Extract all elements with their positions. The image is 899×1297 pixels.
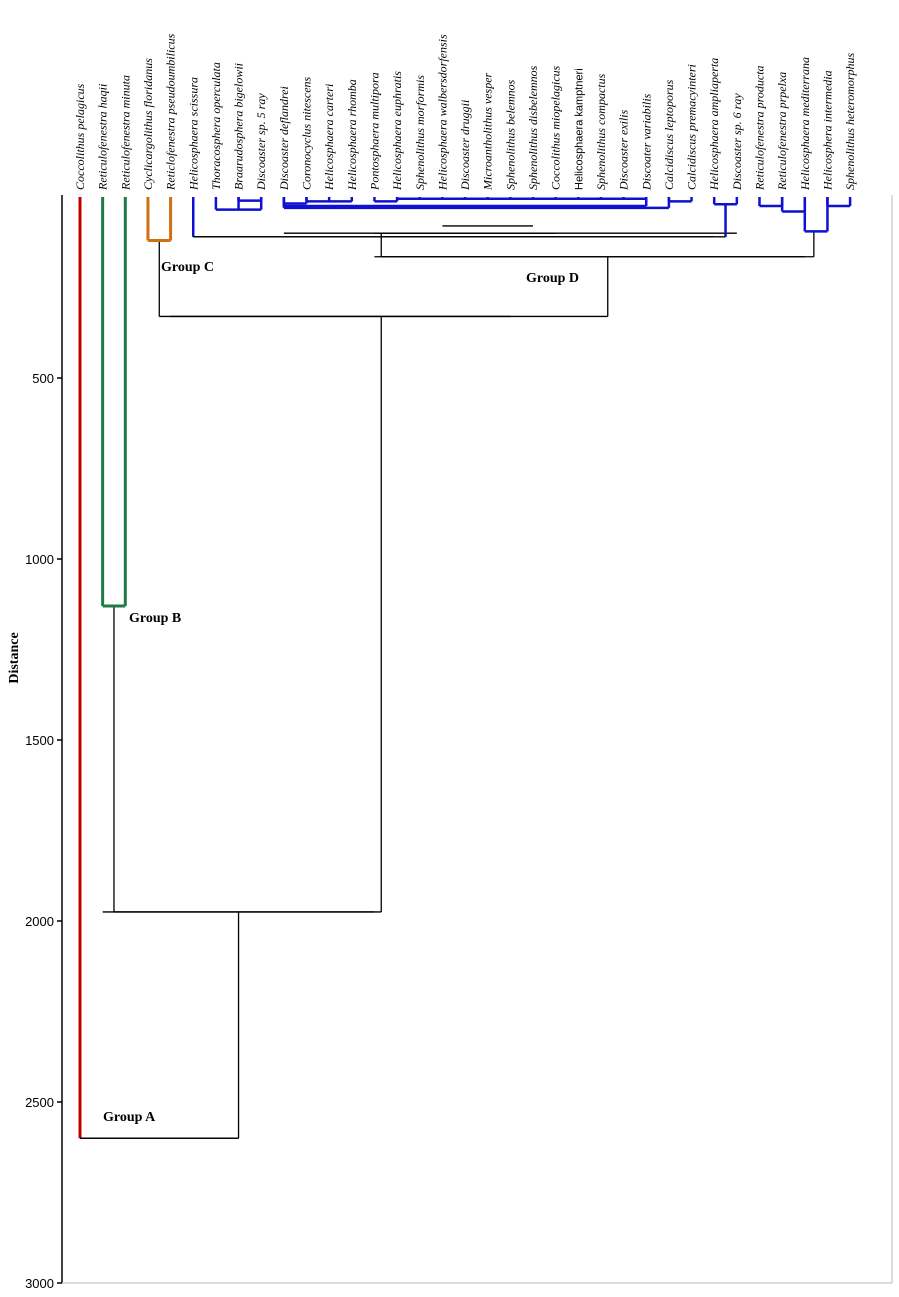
- dendrogram-link: [373, 197, 399, 203]
- leaf-label: Sphenolithus belemnos: [503, 79, 517, 190]
- dendrogram-link: [282, 197, 671, 210]
- leaf-label: Calcidiscus leptoporus: [662, 79, 676, 190]
- leaf-label: Pontosphaera multipora: [367, 72, 381, 191]
- leaf-label: Reticulofenestra producta: [753, 65, 767, 191]
- dendrogram-link: [803, 197, 829, 233]
- y-tick-label: 1500: [25, 733, 54, 748]
- leaf-label: Calcidiscus premacyinteri: [685, 64, 699, 190]
- leaf-label: Coccolithus miopelagicus: [549, 65, 563, 190]
- leaf-label: Discoaster druggii: [458, 100, 472, 191]
- leaf-label: Helicosphaera scissura: [186, 77, 200, 191]
- leaf-label: Discoaster exilis: [617, 109, 631, 191]
- leaf-label: Thoracosphera operculata: [209, 62, 223, 190]
- leaf-label: Reticlofenestra pseudoumbilicus: [164, 33, 178, 191]
- group-b-label: Group B: [129, 611, 181, 626]
- y-axis-ticks: 500 1000 1500 2000 2500 3000: [25, 371, 62, 1291]
- dendrogram-link: [237, 197, 263, 202]
- leaf-label: Braarudosphera bigelowii: [232, 63, 246, 190]
- dendrogram-link: [395, 197, 648, 201]
- dendrogram-link: [712, 197, 739, 206]
- dendrogram-link: [826, 197, 852, 208]
- dendrogram-link: [780, 197, 807, 213]
- group-c-label: Group C: [161, 260, 214, 275]
- dendrogram-link: [758, 197, 784, 208]
- leaf-label: Discoaster deflandrei: [277, 86, 291, 191]
- y-axis-title: Distance: [7, 632, 22, 683]
- leaf-label: Helicosphaera walbersdorfensis: [435, 34, 449, 191]
- leaf-label: Helicosphera intermedia: [820, 70, 834, 191]
- leaf-label: Reticulofenestra minuta: [118, 75, 132, 191]
- dendrogram-link: [214, 197, 263, 211]
- leaf-label: Discoaster sp. 5 ray: [254, 93, 268, 191]
- leaf-label: Sphenolithus compactus: [594, 73, 608, 190]
- leaf-label: Coccolithus pelagicus: [73, 83, 87, 190]
- leaf-label: Helicosphaera mediterrana: [798, 57, 812, 191]
- leaf-label: Sphenolithus heteromorphus: [843, 52, 857, 190]
- group-a-label: Group A: [103, 1110, 156, 1125]
- dendrogram-link: [282, 197, 308, 205]
- group-d-label: Group D: [526, 271, 579, 286]
- leaf-label: Helicosphaera ampliaperta: [707, 58, 721, 191]
- dendrogram-link: [667, 197, 693, 203]
- leaf-label: Reticulofenestra haqii: [96, 84, 110, 191]
- leaf-labels: Coccolithus pelagicus Reticulofenestra ha…: [73, 33, 857, 191]
- leaf-label: Cyclicargolithus floridanus: [141, 58, 155, 190]
- dendrogram-link: [146, 197, 173, 242]
- leaf-label: Discoaster sp. 6 ray: [730, 93, 744, 191]
- y-tick-label: 2500: [25, 1095, 54, 1110]
- leaf-label: Sphenolithus morformis: [413, 75, 427, 190]
- leaf-label: Reticulofenestra prpelxa: [775, 72, 789, 191]
- leaf-label: Helicosphaera rhomba: [345, 79, 359, 191]
- leaf-label: Helicosphaera kamptneri: [573, 68, 585, 190]
- dendrogram-link: [101, 197, 127, 608]
- y-tick-label: 1000: [25, 552, 54, 567]
- leaf-label: Coronocyclus nitescens: [300, 76, 314, 190]
- dendrogram-links: [78, 197, 852, 1139]
- y-tick-label: 3000: [25, 1276, 54, 1291]
- group-labels: Group A Group B Group C Group D: [103, 260, 579, 1125]
- leaf-label: Helicosphaera euphratis: [390, 71, 404, 191]
- leaf-label: Discoater variabilis: [639, 93, 653, 191]
- y-tick-label: 2000: [25, 914, 54, 929]
- leaf-label: Helicosphaera carteri: [322, 84, 336, 191]
- dendrogram-link: [305, 197, 354, 203]
- leaf-label: Sphenolithus disbelemnos: [526, 65, 540, 190]
- y-axis: 500 1000 1500 2000 2500 3000 Distance: [7, 195, 893, 1291]
- leaf-label: Microantholithus vesper: [481, 72, 495, 191]
- y-tick-label: 500: [32, 371, 54, 386]
